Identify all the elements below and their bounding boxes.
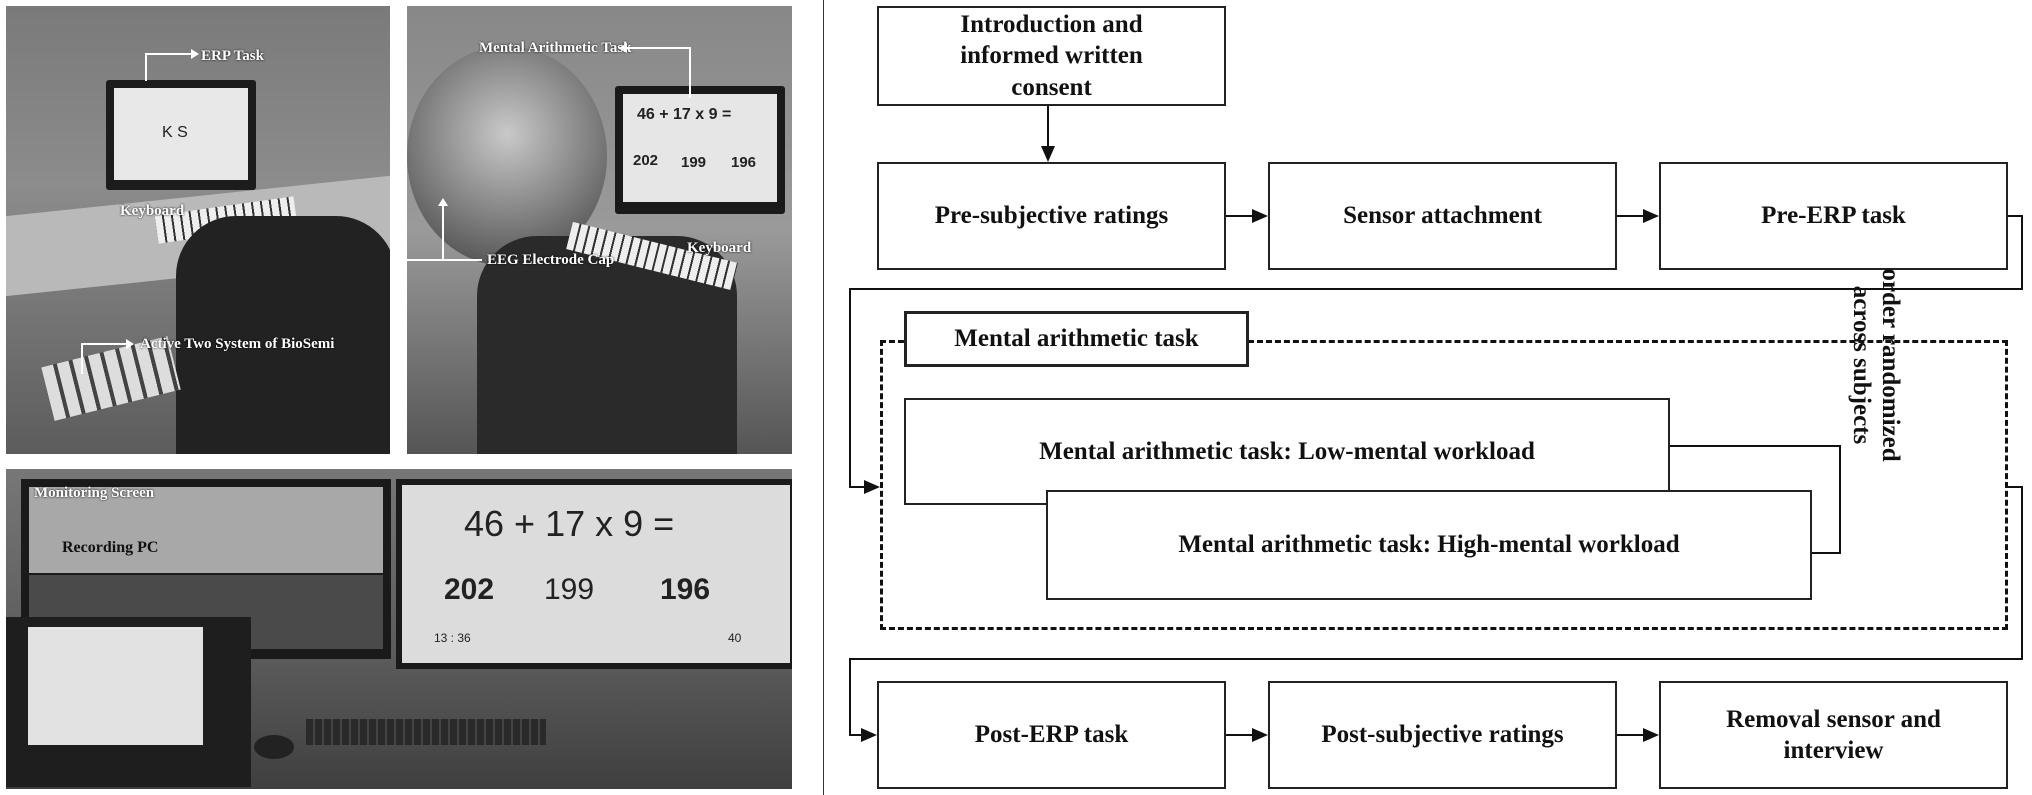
small-answer-3: 196 <box>731 154 757 171</box>
small-equation: 46 + 17 x 9 = <box>637 106 732 123</box>
task-score: 40 <box>728 631 742 645</box>
panel-divider <box>823 0 824 795</box>
keyboard-label-2: Keyboard <box>687 240 752 256</box>
photo-mental-arithmetic-setup: 46 + 17 x 9 = 202 199 196 Mental Arithme… <box>407 6 792 454</box>
low-workload-box: Mental arithmetic task: Low-mental workl… <box>904 398 1670 505</box>
small-answer-2: 199 <box>681 154 707 171</box>
task-answer-2: 199 <box>544 573 595 606</box>
math-monitor: 46 + 17 x 9 = 202 199 196 <box>615 86 785 214</box>
task-equation: 46 + 17 x 9 = <box>464 503 675 544</box>
photo-arrows <box>81 49 199 374</box>
post-ratings-box: Post-subjective ratings <box>1268 681 1617 789</box>
pre-erp-box: Pre-ERP task <box>1659 162 2008 270</box>
monitoring-label: Monitoring Screen <box>34 485 155 501</box>
task-answer-3: 196 <box>660 573 711 606</box>
small-answer-1: 202 <box>633 152 659 169</box>
task-timer: 13 : 36 <box>434 631 471 645</box>
recording-pc-label: Recording PC <box>62 539 159 556</box>
erp-monitor: K S <box>106 80 256 190</box>
mental-task-header: Mental arithmetic task <box>904 311 1249 367</box>
task-monitor: 46 + 17 x 9 = 202 199 196 13 : 36 40 <box>396 479 792 669</box>
intro-box: Introduction and informed written consen… <box>877 6 1226 106</box>
photo-arrows-2 <box>407 43 691 261</box>
post-erp-box: Post-ERP task <box>877 681 1226 789</box>
removal-box: Removal sensor and interview <box>1659 681 2008 789</box>
desktop-keyboard <box>306 719 546 745</box>
pre-ratings-box: Pre-subjective ratings <box>877 162 1226 270</box>
erp-task-label: ERP Task <box>201 48 264 64</box>
mental-arithmetic-label: Mental Arithmetic Task <box>479 40 632 56</box>
task-answer-1: 202 <box>444 573 495 606</box>
participant <box>176 216 390 454</box>
photo-erp-setup: K S ERP Task Keyboard Active Two System … <box>6 6 390 454</box>
sensor-box: Sensor attachment <box>1268 162 1617 270</box>
high-workload-box: Mental arithmetic task: High-mental work… <box>1046 490 1812 600</box>
keyboard-label: Keyboard <box>120 203 185 219</box>
erp-screen-text: K S <box>162 124 188 141</box>
mouse <box>254 735 294 759</box>
photo-recording-setup: 46 + 17 x 9 = 202 199 196 13 : 36 40 Mon… <box>6 469 792 789</box>
mental-task-group <box>880 340 2008 630</box>
active-two-label: Active Two System of BioSemi <box>140 336 335 352</box>
eeg-cap-label: EEG Electrode Cap <box>487 252 615 268</box>
recording-laptop <box>6 617 251 787</box>
